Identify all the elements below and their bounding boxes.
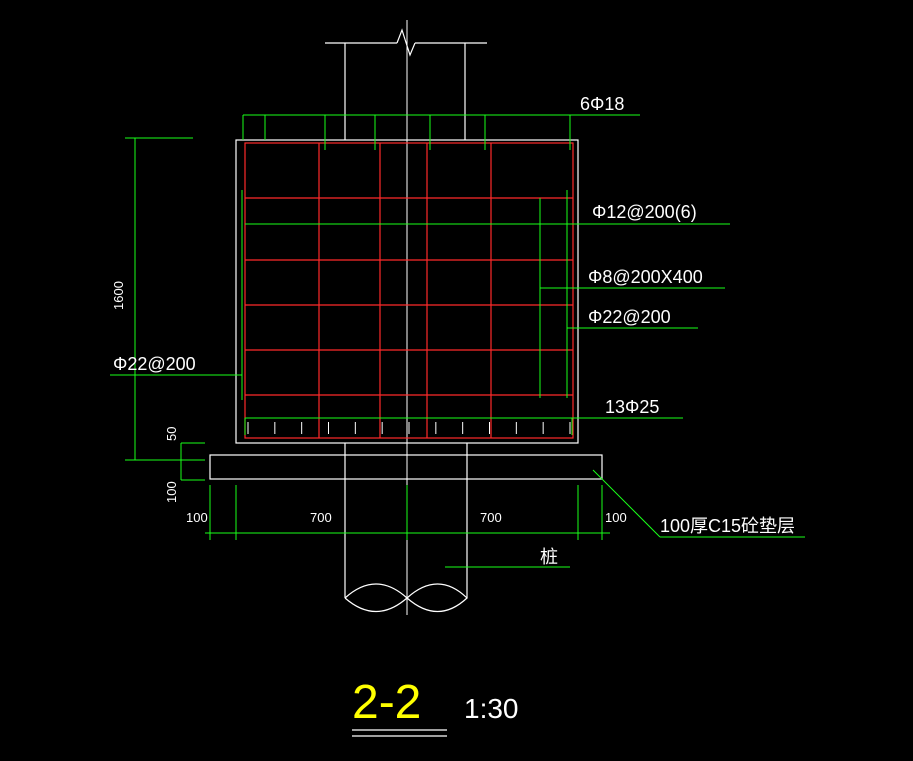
column-outline <box>325 28 487 140</box>
label-top-bars: 6Φ18 <box>580 94 624 114</box>
cushion-layer <box>209 454 603 480</box>
rebar-cage <box>244 142 574 439</box>
label-side-bars-left: Φ22@200 <box>113 354 196 374</box>
label-pile: 桩 <box>540 547 558 567</box>
leaders <box>110 114 805 568</box>
dim-right-ext: 100 <box>605 510 627 525</box>
label-side-bars-right: Φ22@200 <box>588 307 671 327</box>
pile <box>344 443 468 612</box>
label-stirrup-tie: Φ8@200X400 <box>588 267 703 287</box>
label-cushion: 100厚C15砼垫层 <box>660 516 795 536</box>
label-stirrup-main: Φ12@200(6) <box>592 202 697 222</box>
section-scale: 1:30 <box>464 693 519 724</box>
dim-cover-top: 50 <box>164 427 179 441</box>
dim-right-half: 700 <box>480 510 502 525</box>
dim-left-ext: 100 <box>186 510 208 525</box>
dim-left-half: 700 <box>310 510 332 525</box>
bottom-bar-ticks <box>247 422 571 434</box>
dim-cushion-thk: 100 <box>164 481 179 503</box>
section-title: 2-2 <box>352 676 421 729</box>
label-bottom-bars: 13Φ25 <box>605 397 659 417</box>
pile-cap-outline <box>235 139 579 444</box>
dim-height: 1600 <box>111 281 126 310</box>
